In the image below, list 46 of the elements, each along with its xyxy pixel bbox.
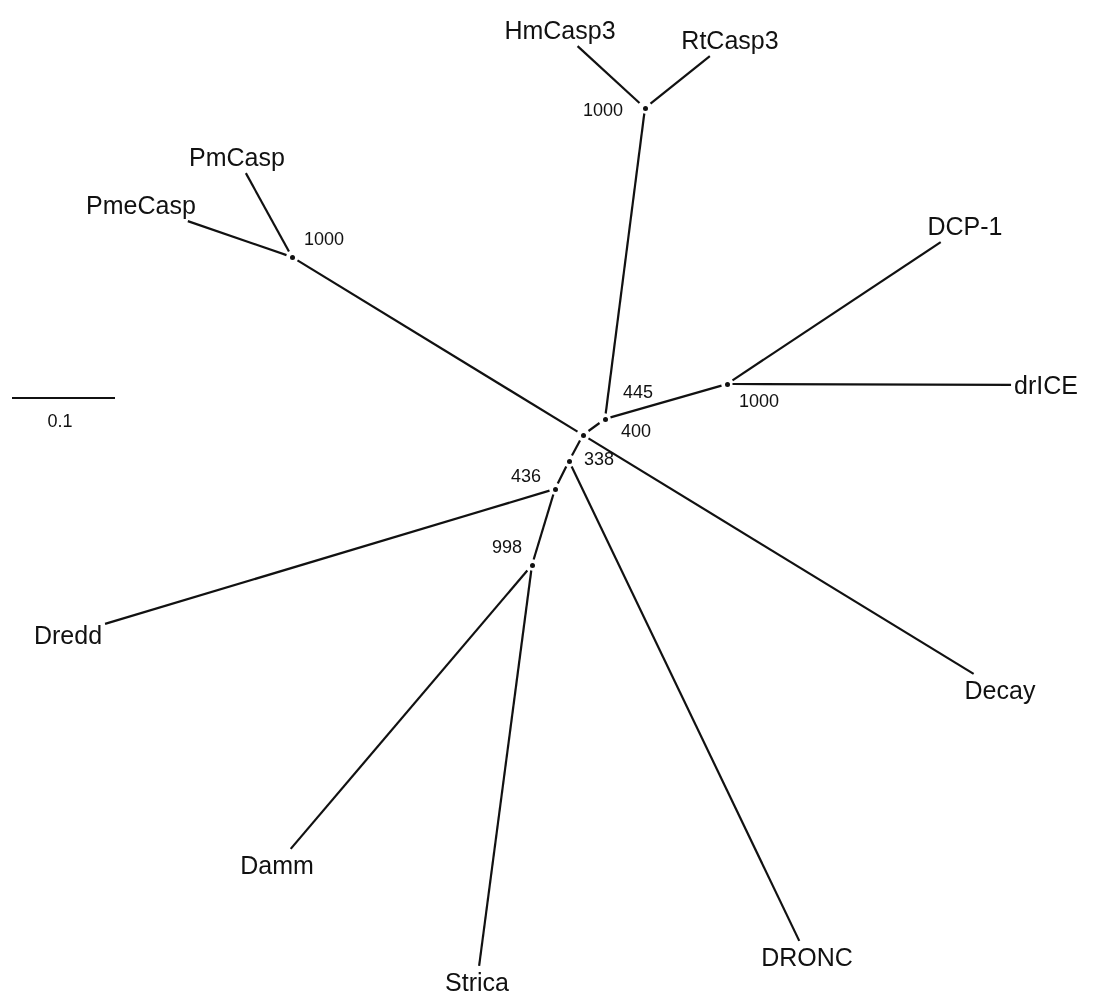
taxon-label: Strica: [445, 968, 509, 996]
tree-branch: [571, 439, 581, 457]
tree-branch: [244, 172, 290, 253]
bootstrap-value: 1000: [304, 229, 344, 249]
taxon-label: PmCasp: [189, 143, 285, 171]
bootstrap-value: 436: [511, 466, 541, 486]
branch-node: [602, 416, 608, 422]
branch-node: [529, 562, 535, 568]
branch-node: [289, 254, 295, 260]
tree-branch: [610, 384, 722, 419]
scale-label: 0.1: [47, 411, 73, 431]
tree-branch: [731, 241, 942, 382]
taxon-label: DCP-1: [927, 212, 1003, 240]
branch-node: [724, 381, 730, 387]
branch-node: [580, 432, 586, 438]
tree-branch: [732, 382, 1012, 386]
tree-branch: [587, 437, 975, 675]
tree-branch: [532, 494, 555, 560]
bootstrap-value: 338: [584, 449, 614, 469]
bootstrap-value: 1000: [583, 100, 623, 120]
tree-branch: [604, 113, 646, 414]
tree-branch: [187, 220, 287, 257]
taxon-label: HmCasp3: [504, 16, 616, 44]
taxon-label: DRONC: [761, 943, 853, 971]
bootstrap-value: 998: [492, 537, 522, 557]
branch-node: [566, 458, 572, 464]
tree-branch: [576, 45, 641, 104]
bootstrap-value: 1000: [739, 391, 779, 411]
taxon-label: drICE: [1014, 371, 1078, 399]
taxon-label: Dredd: [33, 621, 103, 649]
bootstrap-value: 445: [623, 382, 653, 402]
taxon-label: Damm: [240, 851, 314, 879]
tree-branch: [289, 569, 529, 850]
taxon-label: Decay: [964, 676, 1036, 704]
taxon-label: PmeCasp: [86, 191, 196, 219]
branch-node: [552, 486, 558, 492]
tree-branch: [296, 259, 579, 433]
tree-branch: [104, 489, 550, 625]
tree-branch: [649, 55, 711, 105]
taxon-label: RtCasp3: [681, 26, 779, 54]
tree-branch: [570, 466, 801, 942]
tree-branch: [478, 570, 533, 966]
branch-node: [642, 105, 648, 111]
bootstrap-value: 400: [621, 421, 651, 441]
tree-branch: [556, 466, 568, 484]
tree-branch: [587, 422, 601, 432]
